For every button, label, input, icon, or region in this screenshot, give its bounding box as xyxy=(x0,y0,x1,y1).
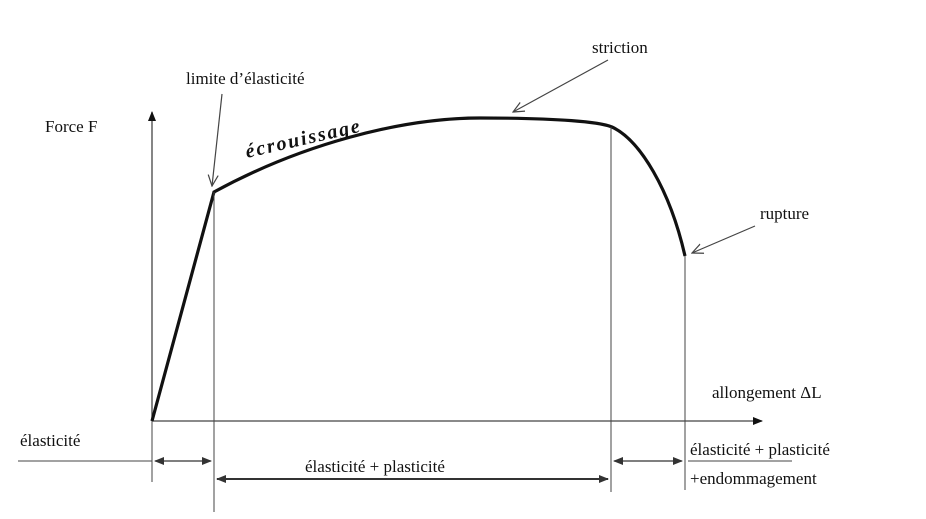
zone-damage-label-1: élasticité + plasticité xyxy=(690,440,830,459)
rupture-label: rupture xyxy=(760,204,809,223)
rupture-pointer-arrow xyxy=(692,225,756,253)
force-elongation-curve xyxy=(150,116,687,422)
necking-pointer-arrow xyxy=(513,59,609,112)
zone-elastic-label: élasticité xyxy=(20,431,80,450)
yield-point-label: limite d’élasticité xyxy=(186,69,305,88)
x-axis-label: allongement ΔL xyxy=(712,383,822,402)
hardening-label: écrouissage xyxy=(243,115,364,163)
yield-pointer-arrow xyxy=(212,93,223,186)
y-axis-label: Force F xyxy=(45,117,97,136)
zone-elastic-plastic-label: élasticité + plasticité xyxy=(305,457,445,476)
necking-label: striction xyxy=(592,38,648,57)
zone-damage-label-2: +endommagement xyxy=(690,469,817,488)
